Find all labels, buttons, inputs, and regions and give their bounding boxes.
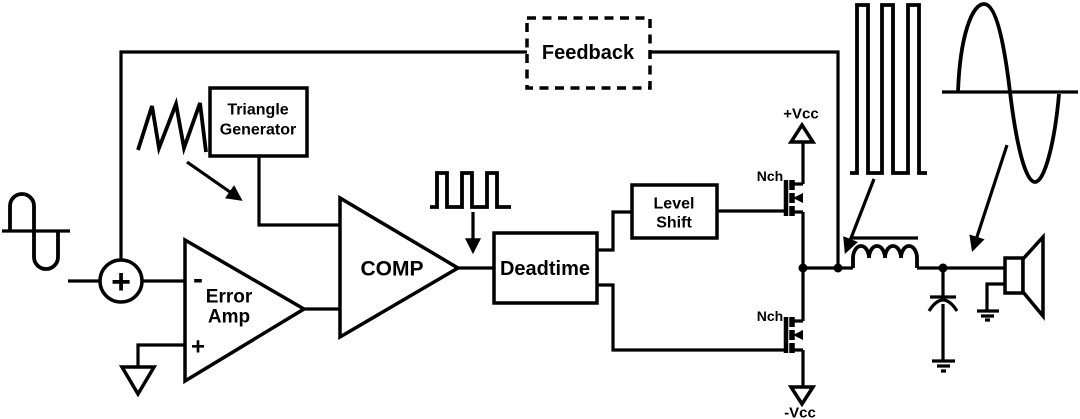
input-sine-curve	[8, 192, 60, 271]
sawtooth-pointer-arrow	[186, 160, 243, 201]
deadtime-block	[492, 231, 599, 305]
input-sine-waveform	[2, 192, 70, 271]
ground-icon	[977, 309, 999, 322]
comp-triangle	[338, 194, 462, 341]
inductor-windings	[851, 244, 919, 268]
mosfet-high-icon	[783, 180, 803, 216]
wire-erroramp-plus-to-ground	[136, 343, 185, 367]
capacitor-icon	[927, 268, 959, 373]
output-sine-waveform	[942, 2, 1078, 184]
error-amp-label-line1: Error	[206, 287, 253, 308]
vcc-negative-label: -Vcc	[784, 405, 816, 419]
level-shift-label-line1: Level	[654, 196, 695, 213]
feedback-block	[525, 16, 652, 90]
vcc-positive-label: +Vcc	[783, 106, 818, 123]
pwm-output-pointer-arrow	[843, 178, 876, 254]
speaker-magnet	[1003, 256, 1025, 295]
output-sine-curve	[956, 2, 1061, 184]
error-amp-inverting-sign: -	[193, 263, 203, 296]
junction-dot	[798, 263, 808, 273]
wire-speaker-return	[985, 282, 1005, 311]
wire-deadtime-upper-out	[597, 210, 632, 252]
pwm-waveform	[430, 171, 511, 209]
summing-plus-sign: +	[111, 263, 131, 301]
level-shift-label-line2: Shift	[656, 215, 692, 232]
inductor-icon	[851, 236, 919, 268]
capacitor-curved-plate	[927, 298, 959, 312]
wire-deadtime-lower-out	[597, 283, 786, 352]
mosfet-low-icon	[783, 317, 803, 353]
error-amp-label-line2: Amp	[208, 307, 250, 328]
wire-feedback-right	[650, 50, 840, 268]
mosfet-high-label: Nch	[757, 168, 783, 184]
triangle-generator-block	[208, 86, 309, 158]
ground-icon	[932, 359, 955, 373]
vcc-positive-arrow	[787, 121, 817, 144]
speaker-icon	[1003, 232, 1045, 321]
mosfet-high-body-arrow	[793, 193, 803, 203]
mosfet-low-stubs	[792, 319, 803, 352]
triangle-generator-label-line1: Triangle	[227, 102, 288, 119]
wire-trigen-to-comp	[257, 156, 340, 227]
vcc-negative-arrow	[787, 385, 817, 408]
output-sine-pointer-arrow	[969, 144, 1009, 253]
ground-icon	[118, 365, 158, 398]
comp-label: COMP	[361, 258, 424, 281]
level-shift-block	[630, 183, 719, 240]
error-amp-triangle	[183, 236, 308, 385]
wire-feedback-left	[119, 50, 527, 260]
junction-dot	[833, 263, 843, 273]
triangle-generator-label-line2: Generator	[220, 122, 296, 139]
mosfet-low-body-arrow	[793, 330, 803, 340]
feedback-label: Feedback	[542, 42, 635, 64]
sawtooth-waveform	[136, 97, 208, 156]
speaker-cone	[1021, 232, 1045, 321]
mosfet-low-label: Nch	[757, 308, 783, 324]
mosfet-high-stubs	[792, 182, 803, 214]
deadtime-label: Deadtime	[500, 258, 590, 280]
pwm-output-waveform	[850, 3, 927, 175]
error-amp-noninverting-sign: +	[191, 334, 205, 361]
